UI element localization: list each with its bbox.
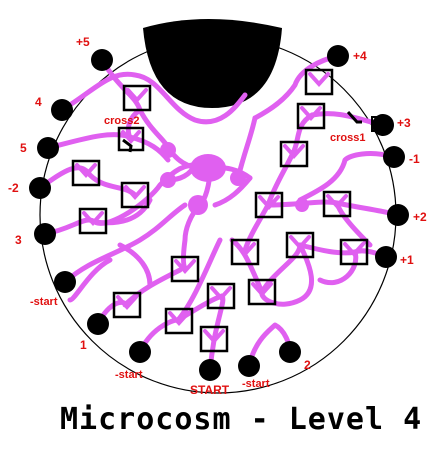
gate[interactable] [170, 255, 200, 283]
pin-4[interactable] [51, 99, 73, 121]
pin-labels: +5 +4 +3 -1 +2 +1 2 -start START -start … [8, 35, 427, 397]
pin-start-c[interactable] [129, 341, 151, 363]
pin-2[interactable] [279, 341, 301, 363]
label-minus2: -2 [8, 181, 19, 195]
label-start-c: -start [115, 369, 143, 381]
gate[interactable] [247, 278, 277, 306]
gates[interactable] [71, 68, 369, 353]
label-2: 2 [304, 358, 311, 372]
gate[interactable] [71, 159, 101, 187]
label-4: 4 [35, 95, 42, 109]
pin-start[interactable] [199, 359, 221, 381]
label-plus4: +4 [353, 49, 367, 63]
label-plus5: +5 [76, 35, 90, 49]
pin-minus2[interactable] [29, 177, 51, 199]
pin-plus5[interactable] [91, 49, 113, 71]
label-3: 3 [15, 233, 22, 247]
gate[interactable] [296, 102, 326, 130]
label-start-a: -start [30, 296, 58, 308]
goal-cup [143, 19, 282, 108]
pin-3[interactable] [34, 223, 56, 245]
gate[interactable] [199, 325, 229, 353]
pin-minus1[interactable] [383, 146, 405, 168]
pin-plus4[interactable] [327, 45, 349, 67]
pin-plus1[interactable] [375, 246, 397, 268]
junction-nodes [160, 142, 309, 215]
gate[interactable] [78, 207, 108, 235]
gate[interactable] [322, 190, 352, 218]
label-plus1: +1 [400, 253, 414, 267]
pin-1[interactable] [87, 313, 109, 335]
pins[interactable] [29, 45, 409, 381]
gate[interactable] [112, 291, 142, 319]
crossing-cross2: cross2 [104, 115, 139, 153]
gate[interactable] [254, 191, 284, 219]
gate[interactable] [279, 140, 309, 168]
label-plus2: +2 [413, 210, 427, 224]
pin-plus3[interactable] [372, 114, 394, 136]
gate[interactable] [304, 68, 334, 96]
pin-start-a[interactable] [54, 271, 76, 293]
label-start-b: -start [242, 378, 270, 390]
gate[interactable] [120, 181, 150, 209]
label-1: 1 [80, 338, 87, 352]
label-start: START [190, 383, 230, 397]
cross1-label: cross1 [330, 132, 365, 144]
gate[interactable] [206, 282, 236, 310]
gate[interactable] [164, 307, 194, 335]
pin-plus2[interactable] [387, 204, 409, 226]
level-title: Microcosm - Level 4 [60, 402, 423, 437]
label-5: 5 [20, 141, 27, 155]
pin-start-b[interactable] [238, 355, 260, 377]
gate[interactable] [339, 238, 369, 266]
label-plus3: +3 [397, 116, 411, 130]
label-minus1: -1 [409, 152, 420, 166]
gate[interactable] [285, 231, 315, 259]
gate[interactable] [230, 238, 260, 266]
gate[interactable] [122, 84, 152, 112]
cross2-label: cross2 [104, 115, 139, 127]
pin-5[interactable] [37, 137, 59, 159]
